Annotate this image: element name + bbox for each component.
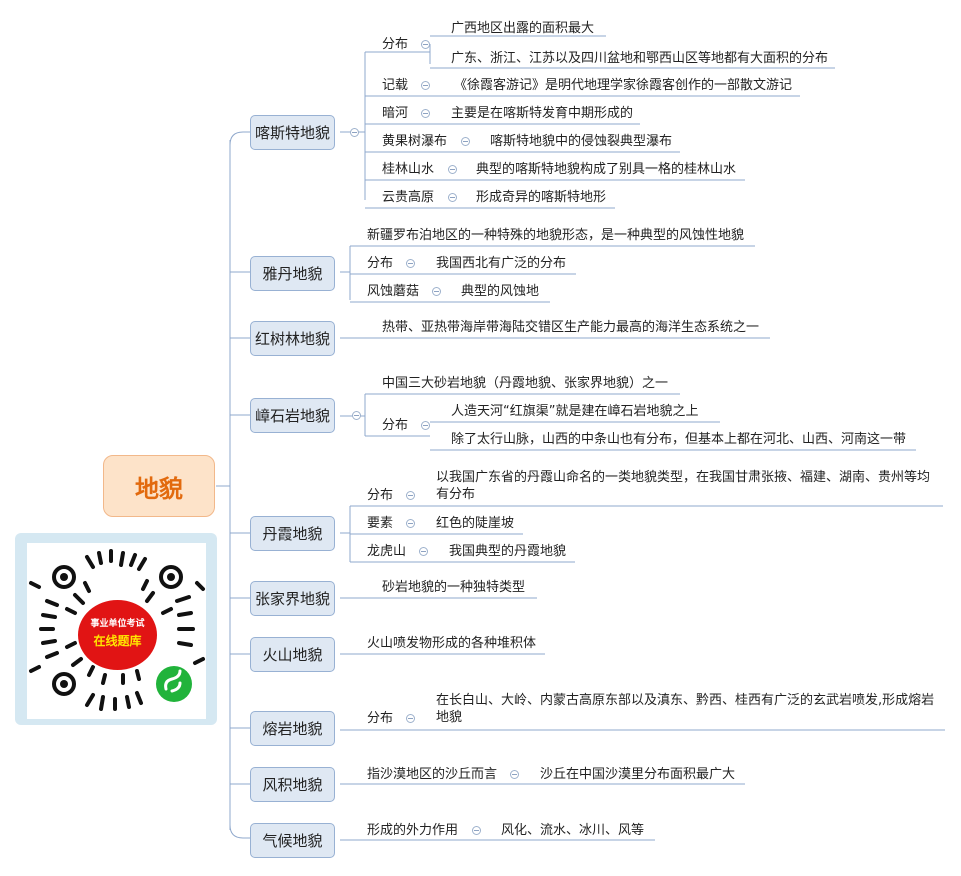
qr-center-logo: 事业单位考试 在线题库 [76, 598, 159, 672]
collapse-toggle-karst-falls[interactable] [461, 137, 470, 146]
topic-climate[interactable]: 气候地貌 [250, 823, 335, 858]
qr-logo-line1: 事业单位考试 [90, 619, 145, 629]
danxia-elem-label: 要素 [367, 516, 394, 531]
karst-guilin: 典型的喀斯特地貌构成了别具一格的桂林山水 [476, 162, 737, 177]
collapse-toggle-karst-river[interactable] [421, 109, 430, 118]
root-node[interactable]: 地貌 [103, 455, 215, 517]
danxia-elem: 红色的陡崖坡 [436, 516, 515, 531]
karst-yungui: 形成奇异的喀斯特地形 [476, 190, 607, 205]
topic-zhangshi[interactable]: 嶂石岩地貌 [250, 398, 335, 433]
collapse-toggle-karst-yungui[interactable] [448, 193, 457, 202]
aeolian-sub: 沙丘在中国沙漠里分布面积最广大 [540, 767, 736, 782]
topic-karst[interactable]: 喀斯特地貌 [250, 115, 335, 150]
danxia-lhs: 我国典型的丹霞地貌 [449, 544, 567, 559]
yardang-dist-label: 分布 [367, 256, 394, 271]
collapse-toggle-karst-record[interactable] [421, 81, 430, 90]
topic-aeolian[interactable]: 风积地貌 [250, 767, 335, 802]
karst-dist-2: 广东、浙江、江苏以及四川盆地和鄂西山区等地都有大面积的分布 [451, 51, 829, 66]
karst-record-label: 记载 [382, 78, 409, 93]
collapse-toggle-karst-guilin[interactable] [448, 165, 457, 174]
karst-dist-label: 分布 [382, 37, 409, 52]
topic-lava[interactable]: 熔岩地貌 [250, 711, 335, 746]
collapse-toggle-climate[interactable] [472, 826, 481, 835]
collapse-toggle-lava-dist[interactable] [406, 714, 415, 723]
lava-dist: 在长白山、大岭、内蒙古高原东部以及滇东、黔西、桂西有广泛的玄武岩喷发,形成熔岩地… [436, 693, 935, 725]
karst-river-label: 暗河 [382, 106, 409, 121]
karst-falls-label: 黄果树瀑布 [382, 134, 448, 149]
yardang-mush-label: 风蚀蘑菇 [367, 284, 420, 299]
karst-guilin-label: 桂林山水 [382, 162, 435, 177]
karst-dist-1: 广西地区出露的面积最大 [451, 21, 595, 36]
danxia-dist-label: 分布 [367, 488, 394, 503]
zhangshi-desc: 中国三大砂岩地貌（丹霞地貌、张家界地貌）之一 [382, 376, 669, 391]
topic-zhangjiajie[interactable]: 张家界地貌 [250, 581, 335, 616]
yardang-dist: 我国西北有广泛的分布 [436, 256, 567, 271]
volcano-desc: 火山喷发物形成的各种堆积体 [367, 636, 537, 651]
collapse-toggle-karst-dist[interactable] [421, 40, 430, 49]
karst-river: 主要是在喀斯特发育中期形成的 [451, 106, 634, 121]
zhangshi-dist-1: 人造天河“红旗渠”就是建在嶂石岩地貌之上 [451, 404, 699, 419]
qr-code-pattern [29, 549, 205, 711]
topic-volcano[interactable]: 火山地貌 [250, 637, 335, 672]
collapse-toggle-yardang-dist[interactable] [406, 259, 415, 268]
collapse-toggle-zhangshi-dist[interactable] [421, 421, 430, 430]
collapse-toggle-danxia-dist[interactable] [406, 491, 415, 500]
climate-sub: 风化、流水、冰川、风等 [501, 823, 645, 838]
zhangshi-dist-2: 除了太行山脉，山西的中条山也有分布，但基本上都在河北、山西、河南这一带 [451, 432, 907, 447]
karst-yungui-label: 云贵高原 [382, 190, 435, 205]
qr-logo-line2: 在线题库 [93, 634, 142, 648]
climate-desc: 形成的外力作用 [367, 823, 459, 838]
collapse-toggle-zhangshi[interactable] [352, 411, 361, 420]
aeolian-desc: 指沙漠地区的沙丘而言 [367, 767, 498, 782]
lava-dist-label: 分布 [367, 711, 394, 726]
collapse-toggle-yardang-mush[interactable] [432, 287, 441, 296]
yardang-mush: 典型的风蚀地 [461, 284, 540, 299]
collapse-toggle-danxia-elem[interactable] [406, 519, 415, 528]
karst-record: 《徐霞客游记》是明代地理学家徐霞客创作的一部散文游记 [454, 78, 793, 93]
collapse-toggle-aeolian[interactable] [510, 770, 519, 779]
topic-yardang[interactable]: 雅丹地貌 [250, 256, 335, 291]
zhangjiajie-desc: 砂岩地貌的一种独特类型 [382, 580, 526, 595]
danxia-lhs-label: 龙虎山 [367, 544, 407, 559]
topic-mangrove[interactable]: 红树林地貌 [250, 321, 335, 356]
topic-danxia[interactable]: 丹霞地貌 [250, 516, 335, 551]
mangrove-desc: 热带、亚热带海岸带海陆交错区生产能力最高的海洋生态系统之一 [382, 320, 760, 335]
zhangshi-dist-label: 分布 [382, 418, 409, 433]
collapse-toggle-karst[interactable] [350, 128, 359, 137]
karst-falls: 喀斯特地貌中的侵蚀裂典型瀑布 [490, 134, 673, 149]
danxia-dist: 以我国广东省的丹霞山命名的一类地貌类型，在我国甘肃张掖、福建、湖南、贵州等均有分… [436, 470, 931, 502]
collapse-toggle-danxia-lhs[interactable] [419, 547, 428, 556]
yardang-desc: 新疆罗布泊地区的一种特殊的地貌形态，是一种典型的风蚀性地貌 [367, 228, 745, 243]
